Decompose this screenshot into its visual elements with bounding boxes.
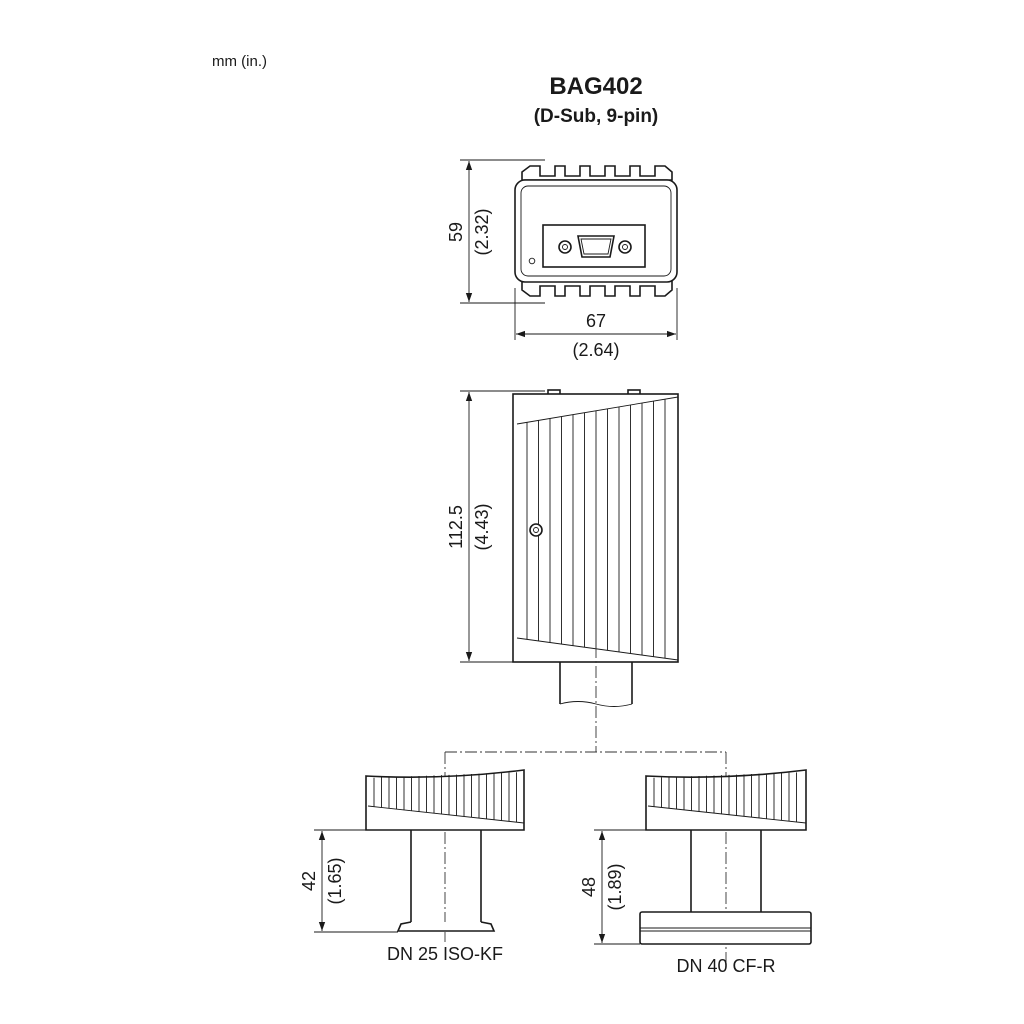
- kf-height-in: (1.65): [325, 857, 345, 904]
- front-view: [514, 165, 678, 297]
- flange-kf-view: [365, 769, 525, 932]
- kf-height-mm: 42: [299, 871, 319, 891]
- diagram-title: BAG402: [549, 73, 642, 100]
- front-width-in: (2.64): [572, 340, 619, 360]
- dimension-front-height: 59 (2.32): [446, 159, 545, 304]
- flange-kf-label: DN 25 ISO-KF: [387, 944, 503, 964]
- dimension-kf-height: 42 (1.65): [299, 829, 398, 933]
- flange-cf-view: [639, 769, 812, 945]
- front-height-mm: 59: [446, 222, 466, 242]
- units-label: mm (in.): [212, 53, 267, 70]
- dimension-side-length: 112.5 (4.43): [446, 390, 545, 663]
- side-screw-icon: [529, 523, 543, 537]
- front-height-in: (2.32): [472, 208, 492, 255]
- screw-right-icon: [618, 240, 632, 254]
- front-width-mm: 67: [586, 311, 606, 331]
- dimension-front-width: 67 (2.64): [514, 288, 678, 360]
- side-fins: [526, 399, 666, 659]
- side-length-mm: 112.5: [446, 505, 466, 549]
- cf-height-mm: 48: [579, 877, 599, 897]
- kf-fins: [373, 772, 517, 823]
- cf-fins: [653, 772, 797, 822]
- dimension-cf-height: 48 (1.89): [579, 829, 646, 945]
- side-view: [512, 389, 679, 707]
- cf-height-in: (1.89): [605, 863, 625, 910]
- diagram-subtitle: (D-Sub, 9-pin): [534, 106, 659, 127]
- flange-cf-label: DN 40 CF-R: [676, 956, 775, 976]
- screw-left-icon: [558, 240, 572, 254]
- status-led-icon: [528, 257, 536, 265]
- side-length-in: (4.43): [472, 503, 492, 550]
